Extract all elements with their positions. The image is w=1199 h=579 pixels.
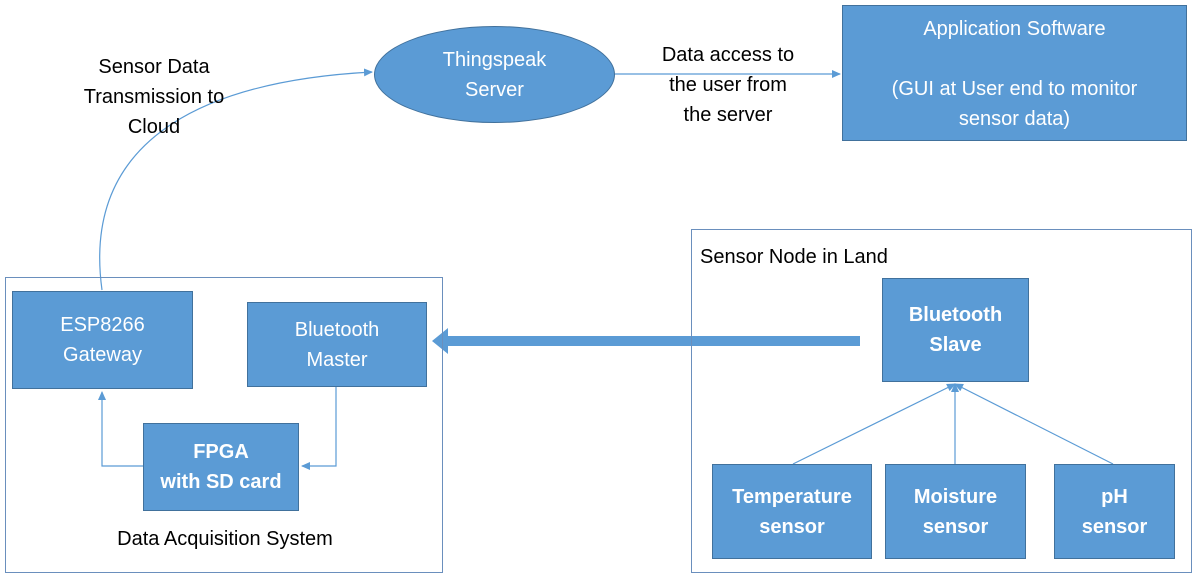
bt-master-line1: Bluetooth bbox=[294, 318, 380, 341]
temp-line2: sensor bbox=[759, 515, 825, 538]
cloud-label-line3: Cloud bbox=[127, 116, 181, 138]
app-desc-line2: sensor data) bbox=[958, 108, 1071, 130]
bt-slave-line2: Slave bbox=[929, 334, 982, 356]
app-title: Application Software bbox=[923, 18, 1106, 40]
ph-line2: sensor bbox=[1081, 515, 1148, 538]
thingspeak-server: Thingspeak Server bbox=[374, 26, 615, 123]
fpga-line2: with SD card bbox=[160, 471, 282, 493]
cloud-transmission-label: Sensor Data Transmission to Cloud bbox=[64, 52, 244, 142]
moist-line1: Moisture bbox=[913, 485, 998, 508]
fpga-line1: FPGA bbox=[193, 441, 249, 463]
cloud-transmission-curve bbox=[99, 68, 373, 291]
temp-line1: Temperature bbox=[732, 485, 852, 508]
data-access-label: Data access to the user from the server bbox=[636, 40, 820, 130]
esp8266-gateway-box: ESP8266 Gateway bbox=[12, 291, 193, 389]
server-line1: Thingspeak bbox=[442, 48, 547, 71]
sensor-node-title: Sensor Node in Land bbox=[700, 246, 888, 268]
access-label-line1: Data access to bbox=[661, 44, 795, 66]
cloud-label-line1: Sensor Data bbox=[98, 56, 210, 78]
fpga-box: FPGA with SD card bbox=[143, 423, 299, 511]
moist-line2: sensor bbox=[922, 515, 989, 538]
bluetooth-slave-box: Bluetooth Slave bbox=[882, 278, 1029, 382]
moisture-sensor-box: Moisture sensor bbox=[885, 464, 1026, 559]
ph-line1: pH bbox=[1101, 485, 1128, 508]
application-software-box: Application Software (GUI at User end to… bbox=[842, 5, 1187, 141]
fpga-to-esp-connector bbox=[98, 391, 143, 467]
access-label-line2: the user from bbox=[669, 74, 787, 96]
esp-line2: Gateway bbox=[63, 344, 142, 366]
wireless-link-arrow bbox=[432, 328, 860, 354]
ph-to-slave-line bbox=[954, 383, 1114, 465]
temp-to-slave-line bbox=[792, 383, 956, 465]
cloud-label-line2: Transmission to bbox=[83, 86, 225, 108]
server-line2: Server bbox=[465, 78, 524, 101]
esp-line1: ESP8266 bbox=[60, 314, 145, 336]
data-acquisition-title: Data Acquisition System bbox=[117, 528, 333, 550]
app-desc-line1: (GUI at User end to monitor bbox=[891, 78, 1138, 100]
temperature-sensor-box: Temperature sensor bbox=[712, 464, 872, 559]
data-acquisition-frame bbox=[5, 277, 443, 573]
ph-sensor-box: pH sensor bbox=[1054, 464, 1175, 559]
access-label-line3: the server bbox=[683, 104, 773, 126]
sensor-node-frame bbox=[691, 229, 1192, 573]
bluetooth-master-box: Bluetooth Master bbox=[247, 302, 427, 387]
bt-master-line2: Master bbox=[306, 348, 368, 371]
master-to-fpga-connector bbox=[301, 387, 337, 470]
bt-slave-line1: Bluetooth bbox=[908, 304, 1003, 326]
